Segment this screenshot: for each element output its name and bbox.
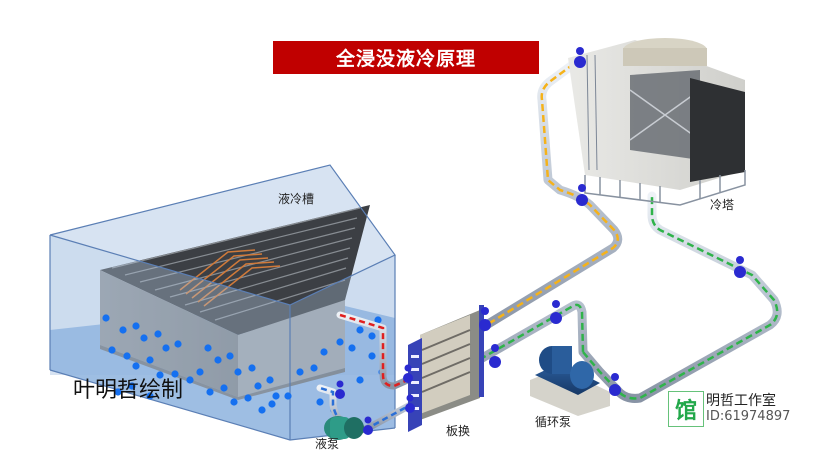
coolant-bubble (336, 338, 344, 346)
coolant-bubble (154, 330, 162, 338)
coolant-bubble (114, 388, 122, 396)
coolant-bubble (206, 388, 214, 396)
coolant-bubble (234, 368, 242, 376)
coolant-bubble (196, 368, 204, 376)
coolant-bubble (226, 352, 234, 360)
author-credit: 叶明哲绘制 (73, 378, 184, 403)
diagram-title: 全浸没液冷原理 (273, 41, 539, 74)
valves (335, 47, 746, 435)
coolant-bubble (316, 398, 324, 406)
coolant-bubble (272, 392, 280, 400)
label-liquid-pump: 液泵 (315, 437, 340, 451)
coolant-bubble (174, 340, 182, 348)
cooling-tower (568, 38, 746, 206)
hot-coolant-pipe (336, 311, 416, 390)
coolant-bubble (284, 392, 292, 400)
label-heat-exchanger: 板换 (446, 424, 471, 438)
coolant-bubble (244, 394, 252, 402)
coolant-bubble (119, 326, 127, 334)
coolant-bubble (123, 352, 131, 360)
coolant-bubble (320, 348, 328, 356)
coolant-bubble (230, 398, 238, 406)
coolant-bubble (356, 326, 364, 334)
coolant-bubble (128, 382, 136, 390)
coolant-bubble (368, 352, 376, 360)
coolant-bubble (266, 376, 274, 384)
coolant-bubble (108, 346, 116, 354)
valve-icon (335, 380, 345, 399)
label-circulation-pump: 循环泵 (535, 415, 572, 429)
valve-icon (734, 256, 746, 278)
label-tank: 液冷槽 (278, 192, 315, 206)
valve-icon (489, 344, 501, 368)
coolant-bubble (214, 356, 222, 364)
coolant-bubble (296, 368, 304, 376)
plate-heat-exchanger (408, 305, 484, 432)
server-rack-side (238, 300, 345, 397)
tower-supply-pipe (465, 58, 623, 340)
server-rack-top (100, 205, 370, 335)
label-cooling-tower: 冷塔 (710, 198, 735, 212)
coolant-bubble (140, 334, 148, 342)
tower-return-pipe (465, 191, 782, 403)
liquid-cooling-tank (49, 164, 396, 441)
coolant-bubble (186, 376, 194, 384)
watermark-logo: 馆 (668, 391, 704, 427)
hx-front-plate (408, 338, 422, 432)
valve-icon (363, 416, 373, 435)
coolant-bubble (132, 322, 140, 330)
coolant-bubble (248, 364, 256, 372)
valve-icon (576, 184, 588, 206)
coolant-bubble (156, 371, 164, 379)
coolant-bubble (348, 344, 356, 352)
coolant-bubble (374, 316, 382, 324)
coolant-bubble (258, 406, 266, 414)
coolant-bubble (356, 376, 364, 384)
coolant-bubble (220, 384, 228, 392)
coolant-bubble (146, 392, 154, 400)
circulation-pump (530, 346, 610, 416)
tower-ladder (586, 54, 598, 171)
watermark-name: 明哲工作室 (706, 393, 776, 409)
valve-icon (403, 364, 413, 383)
tank-glass-front (50, 235, 290, 440)
server-rack-front (100, 270, 238, 397)
valve-icon (405, 394, 415, 413)
watermark-id: ID:61974897 (706, 409, 791, 424)
coolant-bubble (102, 314, 110, 322)
valve-icon (550, 300, 562, 324)
valve-icon (479, 307, 491, 331)
valve-icon (574, 47, 586, 68)
coolant-bubble (132, 362, 140, 370)
coolant-bubble (146, 356, 154, 364)
coolant-bubble (162, 344, 170, 352)
coolant-bubble (171, 370, 179, 378)
coolant-bubble (268, 400, 276, 408)
coolant-bubble (204, 344, 212, 352)
valve-icon (609, 373, 621, 396)
coolant-bubble (310, 364, 318, 372)
liquid-pump (324, 416, 364, 440)
server-blades (111, 207, 361, 321)
coolant-bubble (254, 382, 262, 390)
coolant-bubble (368, 332, 376, 340)
copper-tubes (179, 249, 281, 307)
